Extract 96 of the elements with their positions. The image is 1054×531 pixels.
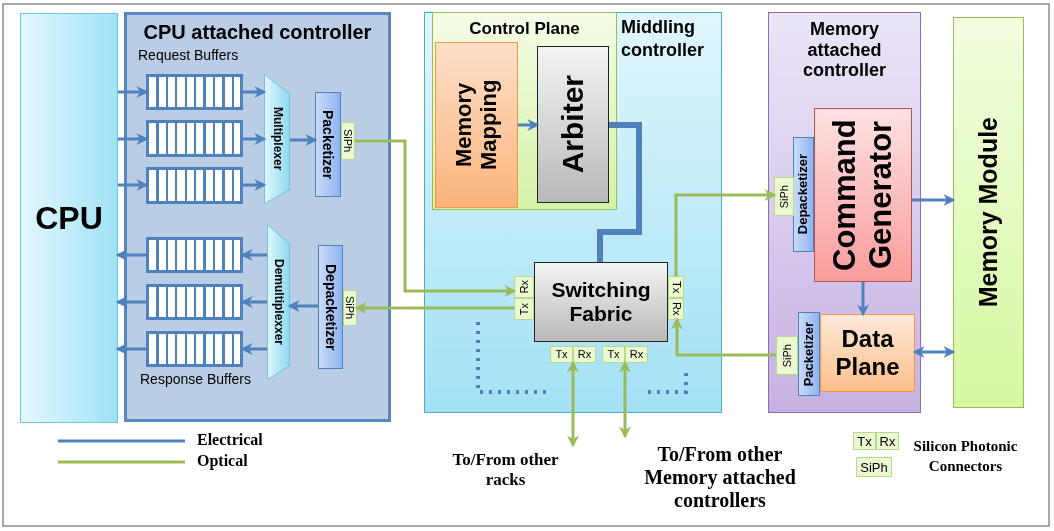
port-connector	[668, 276, 684, 320]
buffer-queue	[146, 120, 243, 157]
port-label: Rx	[573, 346, 596, 363]
block-label: SiPh	[343, 296, 357, 320]
port-connector	[514, 276, 534, 320]
port-label: SiPh	[856, 457, 892, 477]
buffer-queue	[146, 237, 243, 273]
port-label: Rx	[514, 276, 534, 298]
arrow	[857, 282, 869, 317]
arrow	[115, 249, 146, 261]
arrow	[567, 360, 579, 448]
depacketizer-block	[318, 245, 343, 369]
port-label: Rx	[668, 298, 684, 320]
demultiplexer-shape	[267, 224, 290, 380]
controller-panel	[768, 12, 921, 413]
arrow	[354, 302, 514, 314]
generator-block	[814, 108, 912, 282]
port-label: Tx	[853, 432, 876, 450]
arrow	[118, 179, 149, 191]
arrow	[240, 296, 267, 308]
switch-block	[534, 262, 668, 342]
port-label: Tx	[602, 346, 625, 363]
arrow	[674, 189, 777, 276]
buffer-group-label: Response Buffers	[140, 371, 252, 387]
block-label: SiPh	[777, 184, 791, 209]
arrow	[118, 86, 149, 98]
data-plane-block	[820, 314, 915, 392]
block-label: SiPh	[341, 129, 355, 153]
port-label: Rx	[876, 432, 899, 450]
packetizer-block	[315, 92, 341, 197]
depacketizer-block	[793, 137, 814, 252]
block-label: Packetizer	[801, 321, 817, 387]
connector-tag	[776, 336, 798, 375]
panel-title: Memory attached controller	[802, 19, 887, 82]
arrow	[619, 360, 631, 439]
panel-title: Middling controller	[621, 16, 705, 63]
buffer-queue	[146, 331, 243, 367]
block-label: Arbiter	[555, 75, 590, 174]
block-label: Data Plane	[834, 325, 901, 381]
block-label: Depacketizer	[322, 263, 339, 351]
port-label: Tx	[550, 346, 573, 363]
arrow	[287, 300, 318, 312]
block-label: Switching Fabric	[550, 277, 652, 327]
block-label: Command Generator	[827, 118, 899, 273]
connector-tag	[343, 290, 357, 326]
arrow	[912, 194, 956, 206]
buffer-group-label: Request Buffers	[138, 47, 239, 63]
arrow	[118, 133, 149, 145]
block-label: SiPh	[780, 343, 794, 368]
arrow	[240, 249, 267, 261]
multiplexer-shape	[264, 74, 290, 204]
arrow	[912, 346, 956, 358]
buffer-queue	[146, 284, 243, 320]
connector-tag	[774, 177, 794, 216]
controller-panel	[424, 12, 722, 413]
legend-label: Optical	[197, 452, 248, 470]
legend-label: Electrical	[197, 431, 263, 449]
block-label: Depacketizer	[796, 154, 811, 235]
cpu-block	[20, 13, 118, 423]
note-text: To/From other Memory attached controllers	[643, 442, 797, 512]
arrow	[115, 343, 146, 355]
controller-panel	[124, 12, 391, 422]
panel-title: Control Plane	[468, 19, 581, 39]
buffer-queue	[146, 167, 243, 204]
port-label: Tx	[668, 276, 684, 298]
control-plane-panel	[432, 12, 617, 210]
port-connector	[550, 346, 596, 363]
arrow	[518, 119, 540, 131]
mapping-block	[435, 42, 518, 208]
packetizer-block	[798, 312, 820, 396]
port-label: Rx	[625, 346, 648, 363]
connector-tag	[341, 122, 355, 160]
arrow	[671, 317, 776, 357]
memory-module-block	[953, 17, 1024, 408]
port-label: Tx	[514, 298, 534, 320]
arrow	[355, 139, 517, 297]
arrow	[290, 134, 318, 146]
panel-title: CPU attached controller	[142, 21, 373, 44]
arrow	[115, 296, 146, 308]
arrow	[243, 86, 267, 98]
arrow	[243, 179, 267, 191]
arrow	[243, 133, 267, 145]
connector-line	[597, 122, 642, 262]
block-label: Memory Mapping	[451, 78, 502, 173]
block-label: CPU	[35, 199, 103, 237]
block-label: Memory Module	[974, 117, 1003, 308]
arbiter-block	[537, 46, 609, 203]
buffer-queue	[146, 74, 243, 110]
arrow	[240, 343, 267, 355]
legend-connector-sample	[853, 432, 899, 450]
block-label: Multiplexer	[270, 107, 284, 171]
block-label: Packetizer	[319, 109, 337, 180]
block-label: Demultiplexxer	[271, 258, 286, 345]
note-text: To/From other racks	[451, 450, 560, 490]
legend-label: Silicon Photonic Connectors	[912, 437, 1019, 476]
port-connector	[602, 346, 648, 363]
